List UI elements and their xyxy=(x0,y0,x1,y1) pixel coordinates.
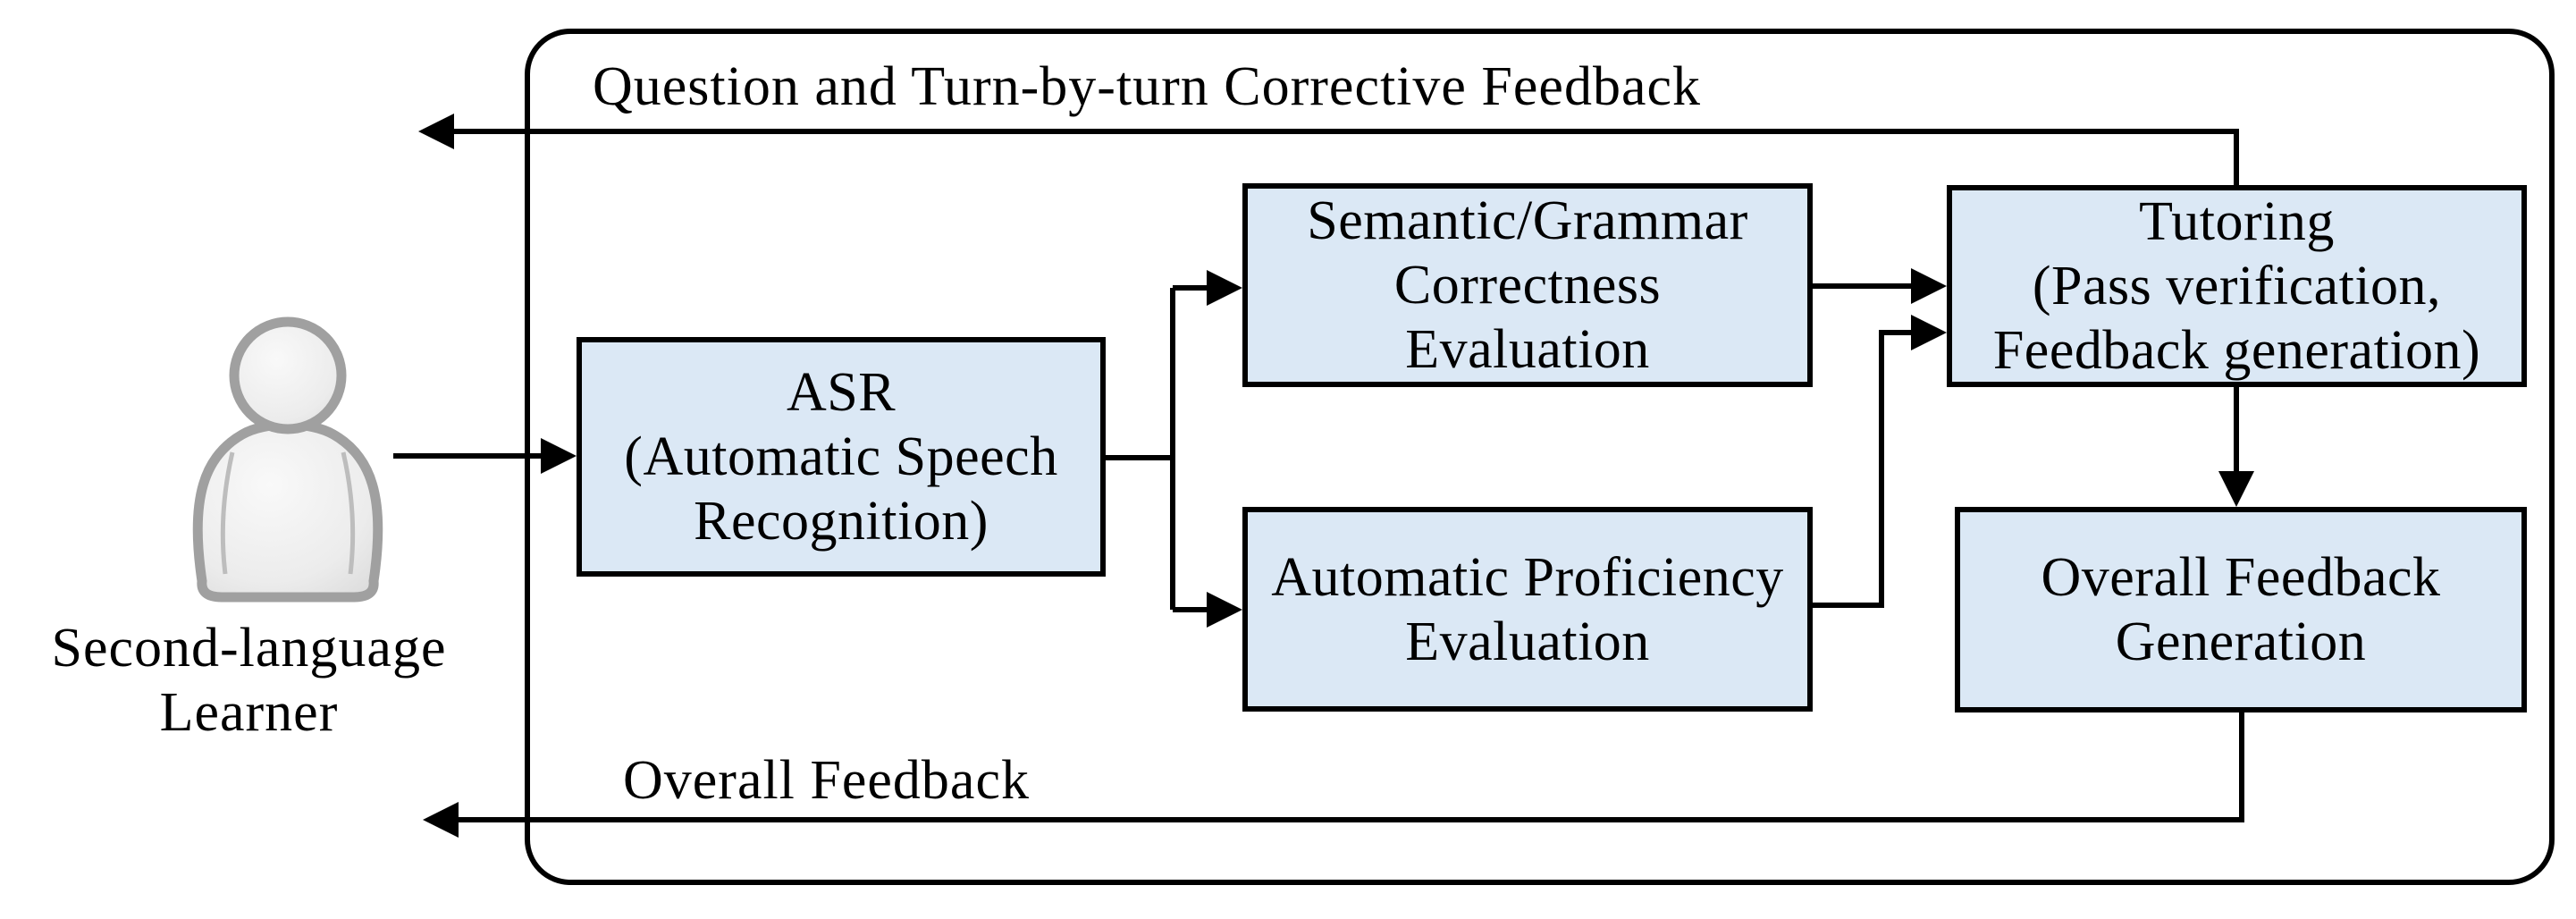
arrow-head-left-icon xyxy=(423,802,459,838)
automatic-proficiency-evaluation-label: Automatic Proficiency Evaluation xyxy=(1271,546,1784,672)
person-head xyxy=(229,316,347,434)
arrow-head-right-icon xyxy=(1911,315,1947,350)
arrow-head-right-icon xyxy=(1207,270,1242,306)
arrow-line xyxy=(456,712,2244,822)
arrow-line xyxy=(1813,330,1914,608)
tutoring-box: Tutoring (Pass verification, Feedback ge… xyxy=(1947,185,2527,387)
overall-feedback-generation-label: Overall Feedback Generation xyxy=(2041,547,2441,672)
semantic-grammar-evaluation-box: Semantic/Grammar Correctness Evaluation xyxy=(1242,183,1813,387)
semantic-grammar-evaluation-label: Semantic/Grammar Correctness Evaluation xyxy=(1307,190,1748,380)
question-turn-by-turn-feedback-label: Question and Turn-by-turn Corrective Fee… xyxy=(593,56,1701,117)
person-arm-crease-left xyxy=(220,451,235,575)
arrow-proficiency-to-tutoring xyxy=(1813,315,1947,608)
learner-person-icon xyxy=(192,316,383,603)
overall-feedback-label: Overall Feedback xyxy=(623,750,1030,811)
arrow-line xyxy=(451,129,2239,185)
connector-asr-split xyxy=(1106,270,1242,628)
split-lines xyxy=(1106,285,1209,612)
arrow-semantic-to-tutoring xyxy=(1813,268,1947,304)
arrow-head-left-icon xyxy=(418,114,454,149)
person-body xyxy=(192,419,383,603)
asr-box-label: ASR (Automatic Speech Recognition) xyxy=(624,362,1058,552)
tutoring-box-label: Tutoring (Pass verification, Feedback ge… xyxy=(1992,191,2481,381)
second-language-learner-label: Second-language Learner xyxy=(51,618,447,743)
arrow-head-right-icon xyxy=(541,438,577,474)
arrow-head-right-icon xyxy=(1911,268,1947,304)
automatic-proficiency-evaluation-box: Automatic Proficiency Evaluation xyxy=(1242,507,1813,712)
arrow-learner-to-asr xyxy=(393,438,577,474)
arrow-head-right-icon xyxy=(1207,592,1242,628)
person-arm-crease-right xyxy=(341,451,356,575)
arrow-overall-feedback-to-learner xyxy=(423,712,2244,838)
asr-box: ASR (Automatic Speech Recognition) xyxy=(577,337,1106,577)
arrow-tutoring-to-overall xyxy=(2218,387,2254,507)
arrow-head-down-icon xyxy=(2218,471,2254,507)
arrow-question-feedback-to-learner xyxy=(418,114,2239,185)
overall-feedback-generation-box: Overall Feedback Generation xyxy=(1955,507,2527,712)
